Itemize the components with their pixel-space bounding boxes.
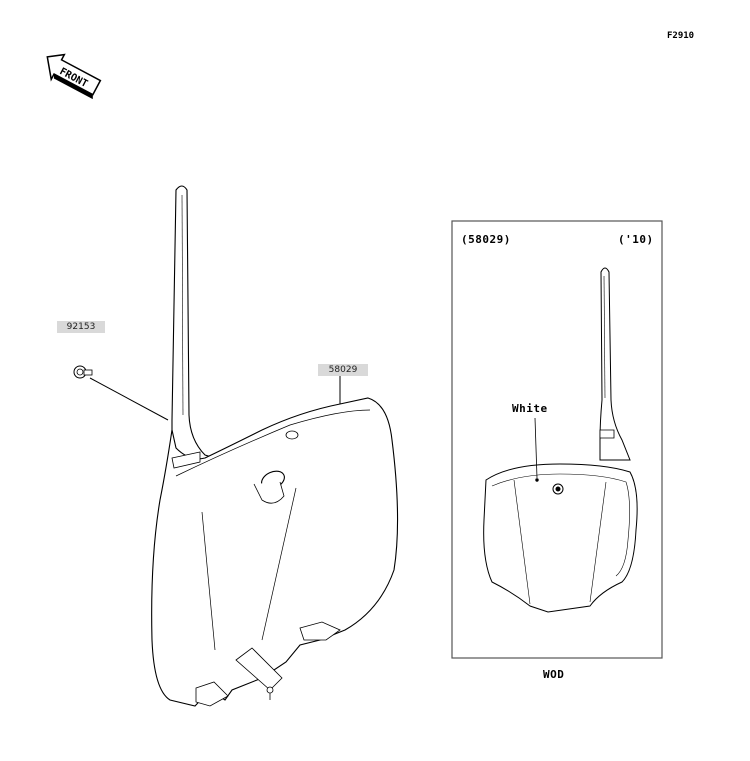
number-plate-58029[interactable] <box>151 185 399 707</box>
front-arrow-icon: FRONT <box>46 53 102 100</box>
bolt-92153-icon[interactable] <box>73 365 93 379</box>
part-label-58029[interactable]: 58029 <box>318 364 368 376</box>
figure-code: F2910 <box>667 31 695 41</box>
inset-model: WOD <box>543 668 565 681</box>
inset-color-note: White <box>512 402 548 415</box>
part-label-92153[interactable]: 92153 <box>57 321 105 333</box>
inset-number-plate <box>483 267 638 613</box>
leader-line-92153 <box>89 377 169 421</box>
inset-year: ('10) <box>618 233 654 246</box>
inset-part-ref: (58029) <box>461 233 511 246</box>
